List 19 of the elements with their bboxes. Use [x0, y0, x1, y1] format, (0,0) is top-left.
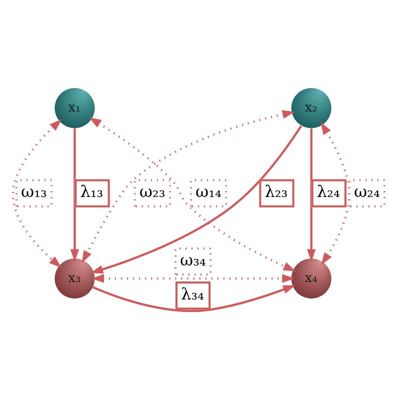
edge-label: ω₂₃	[139, 182, 166, 201]
arrow	[307, 128, 316, 262]
node-circle: x₃	[54, 258, 95, 298]
node-circle: x₄	[291, 258, 332, 298]
arrow	[92, 274, 295, 282]
edge-label: ω₁₄	[196, 182, 222, 201]
arrow	[12, 118, 62, 268]
arrow	[70, 128, 80, 262]
edge-label: ω₃₄	[180, 250, 206, 269]
edge-label: λ₁₃	[80, 182, 104, 201]
arrow	[320, 122, 350, 264]
edge-label: ω₂₄	[354, 182, 380, 201]
arrow	[92, 284, 296, 312]
edge-label: λ₂₃	[264, 182, 288, 201]
edge-label: ω₁₃	[21, 182, 47, 201]
edge-label: λ₂₄	[316, 182, 340, 201]
node-circle: x₂	[291, 88, 332, 128]
edge-label: λ₃₄	[180, 284, 204, 303]
node-circle: x₁	[54, 88, 95, 128]
